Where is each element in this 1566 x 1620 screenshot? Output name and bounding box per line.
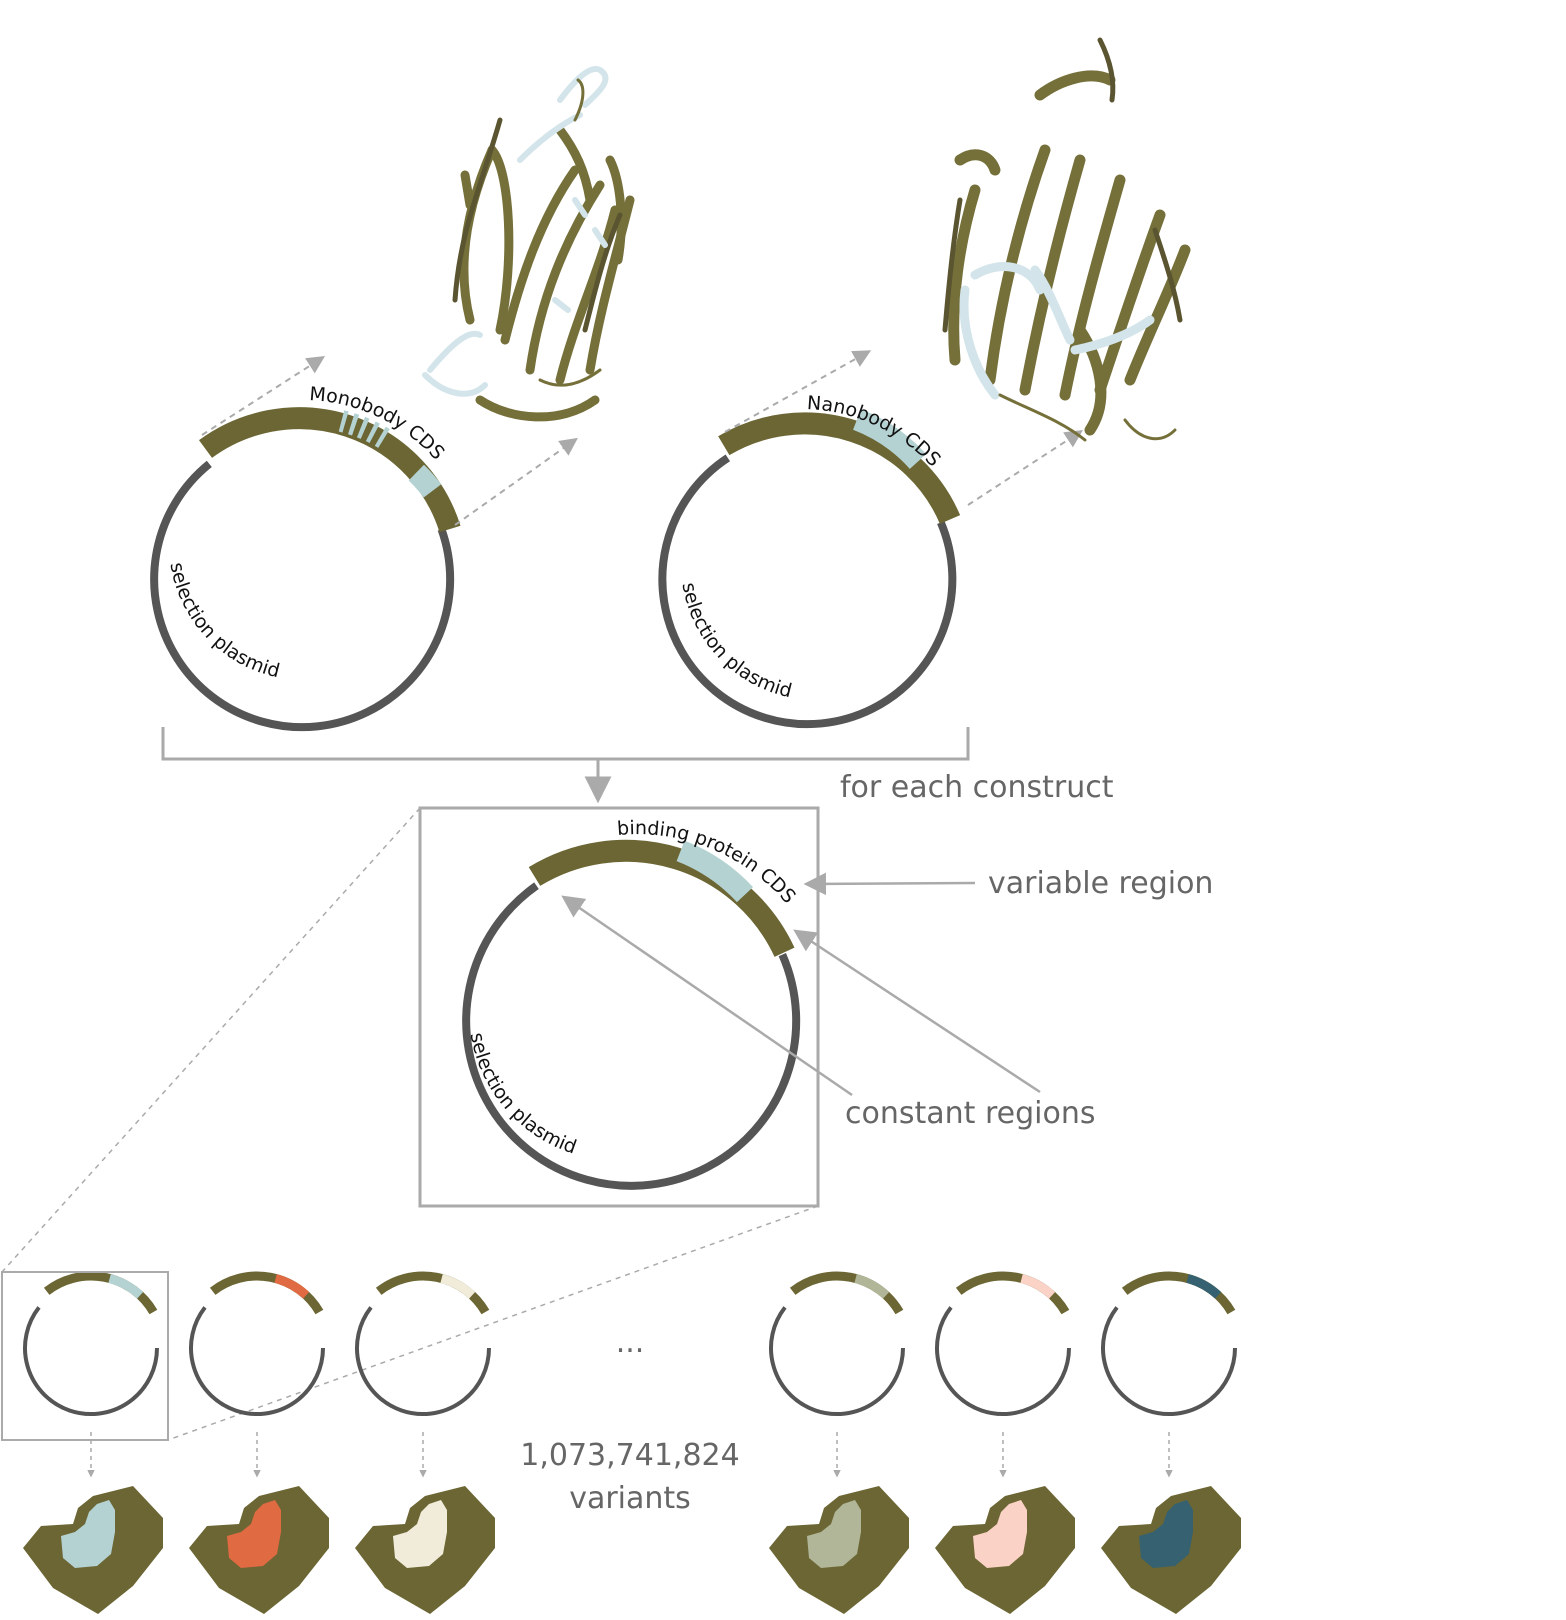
variant-cds-constant [43,1271,158,1315]
monobody-projection-right [454,437,578,526]
library-count: 1,073,741,824 [520,1438,739,1473]
library-variant [769,1271,909,1614]
variant-cds-constant [209,1271,324,1315]
library-ellipsis: ... [616,1325,645,1360]
variable-region-arrow [803,872,976,896]
variant-binding-site [61,1500,115,1568]
variant-plasmid-backbone [769,1306,905,1417]
variant-binding-site [1139,1500,1193,1568]
variant-plasmid-backbone [1101,1306,1237,1417]
nanobody-projection-left [724,350,872,433]
monobody-plasmid-backbone [150,460,455,732]
variant-plasmid-backbone [355,1306,491,1417]
generic-construct: binding protein CDS selection plasmid va… [418,806,1213,1208]
variant-binding-site [807,1500,861,1568]
variant-cds-variable [274,1274,310,1299]
for-each-construct-label: for each construct [840,770,1114,805]
variant-cds-variable [108,1274,144,1299]
variant-binding-site [973,1500,1027,1568]
variant-cds-constant [955,1271,1070,1315]
constant-regions-label: constant regions [845,1096,1095,1131]
monobody-construct: Monobody CDS selection plasmid [150,66,635,732]
monobody-variable-loops [338,410,442,498]
library-variant [189,1271,329,1614]
nanobody-construct: Nanobody CDS selection plasmid [658,37,1191,729]
variant-plasmid-backbone [935,1306,1071,1417]
variable-region-label: variable region [988,866,1213,901]
library-variant [355,1271,495,1614]
constant-region-arrow-right [793,929,1041,1094]
library-count-unit: variants [569,1481,691,1516]
generic-cds-constant [528,839,795,957]
library-variants [1,1271,1241,1614]
variant-cds-variable [440,1274,476,1299]
generic-plasmid-backbone [462,882,801,1190]
variant-cds-constant [789,1271,904,1315]
variant-plasmid-backbone [189,1306,325,1417]
nanobody-projection-right [967,430,1084,506]
variant-binding-site [227,1500,281,1568]
monobody-projection-left [201,356,326,436]
nanobody-plasmid-label: selection plasmid [678,581,795,702]
nanobody-cds-constant [718,412,961,524]
variant-cds-variable [854,1274,890,1299]
variant-cds-variable [1186,1274,1222,1299]
library-variant [935,1271,1075,1614]
nanobody-structure [942,37,1191,442]
merge-bracket [161,727,970,804]
library-variant [1101,1271,1241,1614]
generic-zoom-box [418,806,820,1208]
monobody-structure [422,66,635,422]
nanobody-plasmid-backbone [658,454,957,729]
variant-binding-site [393,1500,447,1568]
variant-cds-variable [1020,1274,1056,1299]
nanobody-cds-variable [852,409,927,470]
variant-cds-constant [1121,1271,1236,1315]
variant-plasmid-backbone [23,1306,159,1417]
library-variant [23,1271,163,1614]
variant-cds-constant [375,1271,490,1315]
constant-region-arrow-left [561,895,853,1097]
zoom-projection-lines [1,807,819,1441]
first-variant-highlight-box [1,1271,169,1441]
generic-cds-variable [676,840,754,903]
